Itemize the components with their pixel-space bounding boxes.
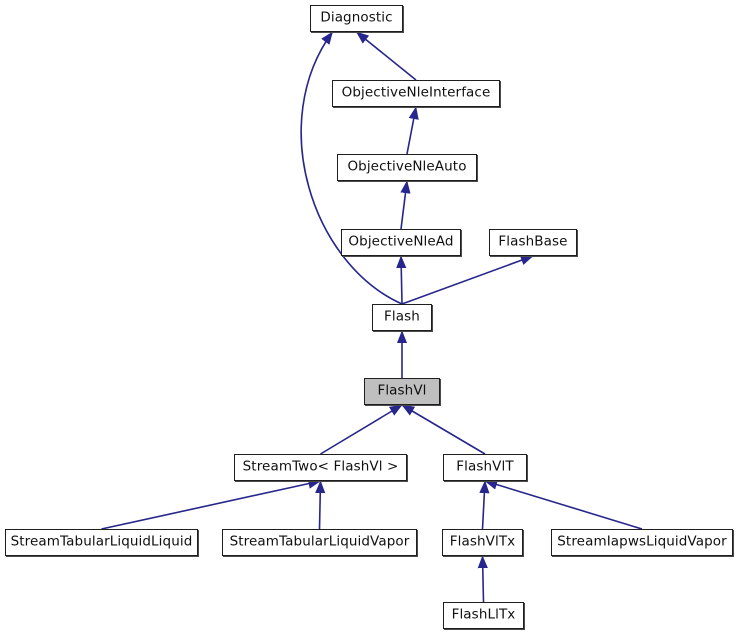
class-node-label: StreamTwo< FlashVl > <box>242 458 399 475</box>
class-node-flash-base[interactable]: FlashBase <box>489 229 577 256</box>
inheritance-edge <box>396 255 407 305</box>
class-node-label: StreamTabularLiquidVapor <box>229 533 410 550</box>
class-node-objective-nle-auto[interactable]: ObjectiveNleAuto <box>337 154 477 181</box>
class-node-label: Diagnostic <box>320 9 393 26</box>
class-node-label: StreamIapwsLiquidVapor <box>557 533 727 550</box>
inheritance-edge <box>479 480 490 530</box>
class-node-flash-ll-tx[interactable]: FlashLlTx <box>443 602 524 629</box>
class-node-label: FlashLlTx <box>451 606 516 623</box>
inheritance-edge <box>401 404 486 455</box>
class-node-objective-nle-ad[interactable]: ObjectiveNleAd <box>341 229 461 256</box>
class-node-label: FlashVlT <box>456 458 514 475</box>
class-node-stream-two-flash-vl[interactable]: StreamTwo< FlashVl > <box>234 454 407 481</box>
class-node-label: Flash <box>384 308 420 325</box>
inheritance-edge <box>315 480 326 530</box>
class-node-label: ObjectiveNleAd <box>348 233 454 250</box>
class-node-label: StreamTabularLiquidLiquid <box>10 533 193 550</box>
class-node-label: ObjectiveNleAuto <box>347 158 467 175</box>
inheritance-edge <box>320 404 403 455</box>
class-node-stream-tabular-liquid-liquid[interactable]: StreamTabularLiquidLiquid <box>5 529 198 556</box>
inheritance-edge <box>355 31 417 81</box>
class-node-flash[interactable]: Flash <box>372 304 432 331</box>
class-node-flash-vl-t[interactable]: FlashVlT <box>443 454 527 481</box>
inheritance-edge <box>477 555 488 603</box>
class-node-objective-nle-interface[interactable]: ObjectiveNleInterface <box>332 80 500 107</box>
inheritance-edge <box>400 180 411 230</box>
inheritance-edge <box>406 106 419 155</box>
class-node-label: FlashVl <box>377 382 427 399</box>
inheritance-edge <box>101 478 322 530</box>
class-node-label: FlashBase <box>498 233 568 250</box>
class-node-diagnostic[interactable]: Diagnostic <box>310 5 403 32</box>
class-node-label: ObjectiveNleInterface <box>341 84 491 101</box>
class-node-flash-vl[interactable]: FlashVl <box>364 378 440 405</box>
inheritance-edge <box>401 255 534 305</box>
class-node-stream-iapws-liquid-vapor[interactable]: StreamIapwsLiquidVapor <box>551 529 733 556</box>
inheritance-edge <box>484 479 643 530</box>
class-node-label: FlashVlTx <box>449 533 516 550</box>
class-node-flash-vl-tx[interactable]: FlashVlTx <box>442 529 523 556</box>
class-node-stream-tabular-liquid-vapor[interactable]: StreamTabularLiquidVapor <box>222 529 417 556</box>
